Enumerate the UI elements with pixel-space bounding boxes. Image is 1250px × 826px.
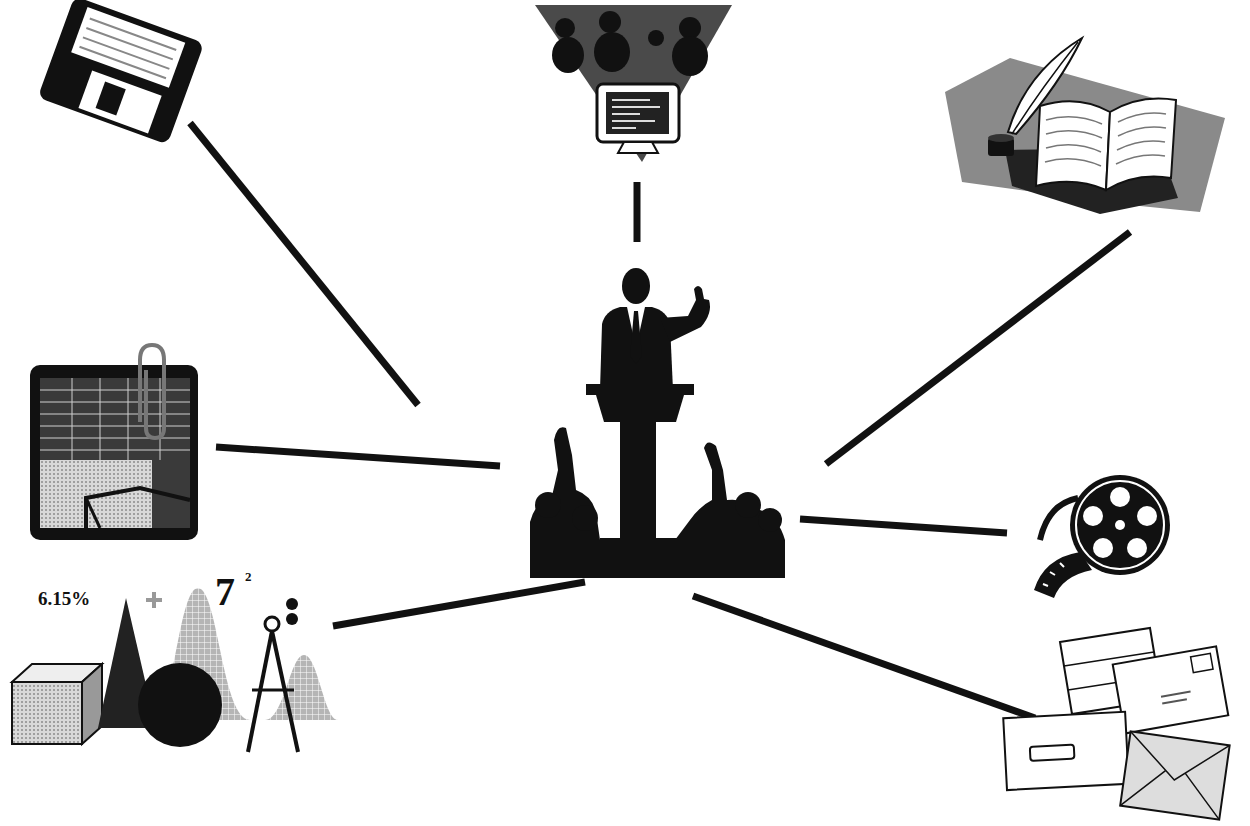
math-shapes-icon bbox=[12, 588, 338, 752]
envelopes-icon bbox=[1120, 731, 1229, 819]
spoke-line bbox=[800, 519, 1007, 533]
envelopes-icon bbox=[1120, 731, 1229, 819]
floppy-disk-icon bbox=[71, 7, 185, 88]
film-reel-icon bbox=[1070, 475, 1170, 575]
computer-meeting-icon bbox=[648, 30, 664, 46]
notepad-icon bbox=[86, 488, 190, 528]
floppy-disk-icon bbox=[38, 0, 205, 145]
speaker-audience-icon bbox=[530, 268, 785, 578]
book-quill-icon bbox=[1106, 99, 1176, 191]
book-quill-icon bbox=[1045, 113, 1166, 166]
math-shapes-icon bbox=[265, 617, 279, 631]
computer-meeting-icon bbox=[552, 37, 584, 73]
spoke-line bbox=[693, 596, 1035, 718]
computer-meeting-icon bbox=[672, 36, 708, 76]
percent-value: 6.15% bbox=[36, 589, 92, 608]
book-quill-icon bbox=[988, 134, 1014, 142]
math-shapes-icon bbox=[138, 663, 222, 747]
computer-meeting-icon bbox=[618, 142, 658, 153]
envelopes-icon bbox=[1003, 628, 1229, 820]
spoke-line bbox=[190, 123, 1130, 718]
film-reel-icon bbox=[1137, 506, 1157, 526]
notepad-icon bbox=[30, 345, 198, 540]
notepad-icon bbox=[40, 460, 152, 528]
speaker-audience-icon bbox=[630, 311, 642, 364]
envelopes-icon bbox=[1003, 712, 1129, 790]
spoke-line bbox=[826, 232, 1130, 464]
math-shapes-icon bbox=[252, 689, 294, 692]
math-shapes-icon bbox=[265, 655, 338, 720]
computer-meeting-icon bbox=[606, 92, 669, 134]
math-shapes-icon bbox=[82, 664, 102, 744]
notepad-icon bbox=[140, 345, 164, 438]
notepad-icon bbox=[86, 498, 100, 528]
notepad-icon bbox=[30, 365, 198, 540]
computer-meeting-icon bbox=[555, 18, 575, 38]
speaker-audience-icon bbox=[530, 427, 785, 578]
notepad-icon bbox=[40, 378, 190, 528]
floppy-disk-icon bbox=[96, 82, 126, 116]
speaker-audience-icon bbox=[620, 422, 656, 544]
spoke-line bbox=[634, 182, 641, 242]
speaker-audience-icon bbox=[735, 492, 761, 518]
spoke-line bbox=[190, 123, 418, 405]
speaker-audience-icon bbox=[572, 505, 598, 531]
film-reel-icon bbox=[1127, 538, 1147, 558]
computer-meeting-icon bbox=[597, 84, 679, 142]
book-quill-icon bbox=[1008, 38, 1082, 134]
exponent: 2 bbox=[243, 570, 254, 583]
film-reel-icon bbox=[1093, 538, 1113, 558]
computer-meeting-icon bbox=[594, 32, 630, 72]
math-shapes-icon bbox=[286, 613, 298, 625]
envelopes-icon bbox=[1120, 731, 1229, 819]
speaker-audience-icon bbox=[600, 538, 678, 546]
computer-meeting-icon bbox=[612, 100, 660, 128]
envelopes-icon bbox=[1030, 745, 1075, 761]
speaker-audience-icon bbox=[660, 286, 710, 342]
spoke-line bbox=[216, 447, 500, 466]
book-quill-icon bbox=[945, 38, 1225, 214]
film-reel-icon bbox=[1076, 481, 1164, 569]
speaker-audience-icon bbox=[535, 492, 561, 518]
speaker-audience-icon bbox=[622, 268, 650, 304]
film-reel-icon bbox=[1115, 520, 1125, 530]
speaker-audience-icon bbox=[596, 395, 684, 422]
speaker-audience-icon bbox=[586, 384, 694, 395]
computer-meeting-icon bbox=[535, 5, 732, 162]
floppy-disk-icon bbox=[80, 19, 177, 79]
computer-meeting-icon bbox=[599, 11, 621, 33]
notepad-icon bbox=[40, 378, 190, 460]
math-shapes-icon bbox=[146, 592, 162, 608]
film-reel-icon bbox=[1083, 506, 1103, 526]
envelopes-icon bbox=[1161, 691, 1192, 703]
film-reel-icon bbox=[1034, 475, 1170, 598]
envelopes-icon bbox=[1191, 653, 1213, 672]
number-base: 7 bbox=[213, 572, 237, 612]
math-shapes-icon bbox=[12, 682, 82, 744]
envelopes-icon bbox=[1113, 646, 1229, 733]
computer-meeting-icon bbox=[679, 17, 701, 39]
floppy-disk-icon bbox=[38, 0, 205, 145]
film-reel-icon bbox=[1043, 563, 1064, 586]
envelopes-icon bbox=[1003, 712, 1129, 790]
spoke-line bbox=[333, 582, 585, 626]
computer-meeting-icon bbox=[535, 5, 732, 162]
floppy-disk-icon bbox=[78, 71, 161, 134]
book-quill-icon bbox=[1012, 42, 1078, 134]
envelopes-icon bbox=[1113, 646, 1229, 733]
film-reel-icon bbox=[1110, 487, 1130, 507]
math-shapes-icon bbox=[286, 598, 298, 610]
speaker-audience-icon bbox=[758, 508, 782, 532]
